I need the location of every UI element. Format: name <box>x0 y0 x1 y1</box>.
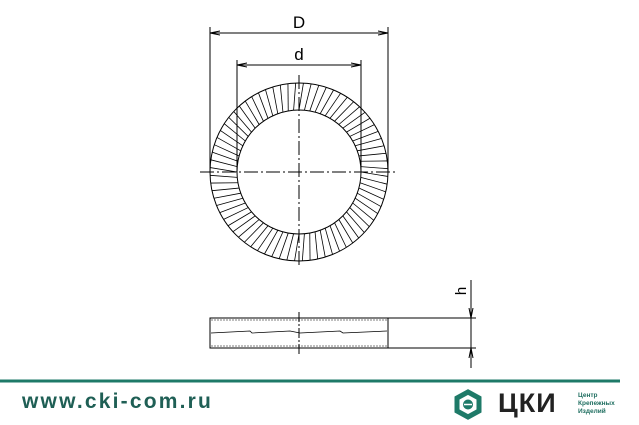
tooth-line <box>352 202 375 221</box>
subtitle-line: Изделий <box>578 408 606 415</box>
tooth-line <box>210 159 238 167</box>
tooth-line <box>349 124 375 137</box>
serration-teeth <box>210 83 388 261</box>
tooth-line <box>349 207 370 227</box>
tooth-line <box>251 96 264 122</box>
h-label: h <box>453 287 470 295</box>
tooth-line <box>219 202 246 213</box>
tooth-line <box>354 197 378 214</box>
tooth-line <box>304 83 312 111</box>
tooth-line <box>232 215 256 233</box>
tooth-line <box>233 111 252 133</box>
tooth-line <box>360 177 388 185</box>
tooth-line <box>298 83 304 111</box>
tooth-line <box>212 151 239 162</box>
logo-hexagon-icon <box>454 389 482 420</box>
tooth-line <box>342 111 366 129</box>
D-label: D <box>293 13 305 32</box>
tooth-line <box>357 145 385 152</box>
tooth-line <box>250 225 269 248</box>
tooth-line <box>264 230 279 255</box>
tooth-line <box>244 222 264 243</box>
tooth-line <box>359 182 386 193</box>
tooth-line <box>334 222 347 248</box>
tooth-line <box>214 144 240 157</box>
tooth-line <box>238 105 256 129</box>
tooth-line <box>272 86 279 114</box>
tooth-line <box>210 167 238 173</box>
tooth-line <box>279 84 284 113</box>
tooth-line <box>334 101 354 122</box>
tooth-line <box>228 117 249 137</box>
tooth-line <box>319 89 334 114</box>
tooth-line <box>324 93 341 117</box>
tooth-line <box>294 233 300 261</box>
tooth-line <box>216 197 243 206</box>
tooth-line <box>286 233 294 261</box>
tooth-line <box>352 131 379 142</box>
tooth-line <box>227 211 252 227</box>
tooth-line <box>278 232 289 259</box>
tooth-line <box>271 231 284 257</box>
tooth-line <box>314 87 327 113</box>
tooth-line <box>329 225 340 252</box>
website-link[interactable]: www.cki-com.ru <box>22 390 214 413</box>
tooth-line <box>220 130 244 147</box>
tooth-line <box>355 138 382 147</box>
tooth-line <box>257 227 274 251</box>
tooth-line <box>338 106 360 125</box>
tooth-line <box>338 219 354 244</box>
subtitle-line: Крепежных <box>578 400 615 407</box>
tooth-line <box>238 219 260 238</box>
tooth-line <box>342 215 360 239</box>
tooth-line <box>213 192 241 199</box>
tooth-line <box>358 152 387 157</box>
tooth-line <box>223 207 249 220</box>
tooth-line <box>360 171 388 177</box>
tooth-line <box>265 89 274 116</box>
tooth-line <box>360 166 388 170</box>
d-label: d <box>294 45 303 64</box>
tooth-line <box>357 192 382 207</box>
tooth-line <box>329 96 348 119</box>
tooth-line <box>309 85 320 112</box>
tooth-line <box>258 92 269 119</box>
tooth-line <box>319 230 326 258</box>
tooth-line <box>346 211 365 233</box>
tooth-line <box>324 228 333 255</box>
tooth-line <box>211 187 240 192</box>
tooth-line <box>210 174 238 178</box>
tooth-line <box>223 123 246 142</box>
tooth-line <box>314 231 319 260</box>
tooth-line <box>293 83 297 111</box>
brand-subtitle: Центр Крепежных Изделий <box>578 392 615 416</box>
tooth-line <box>346 117 371 133</box>
subtitle-line: Центр <box>578 392 598 399</box>
tooth-line <box>244 100 260 125</box>
tooth-line <box>358 187 384 200</box>
brand-logo-text: ЦКИ <box>498 388 557 418</box>
tooth-line <box>301 233 305 261</box>
